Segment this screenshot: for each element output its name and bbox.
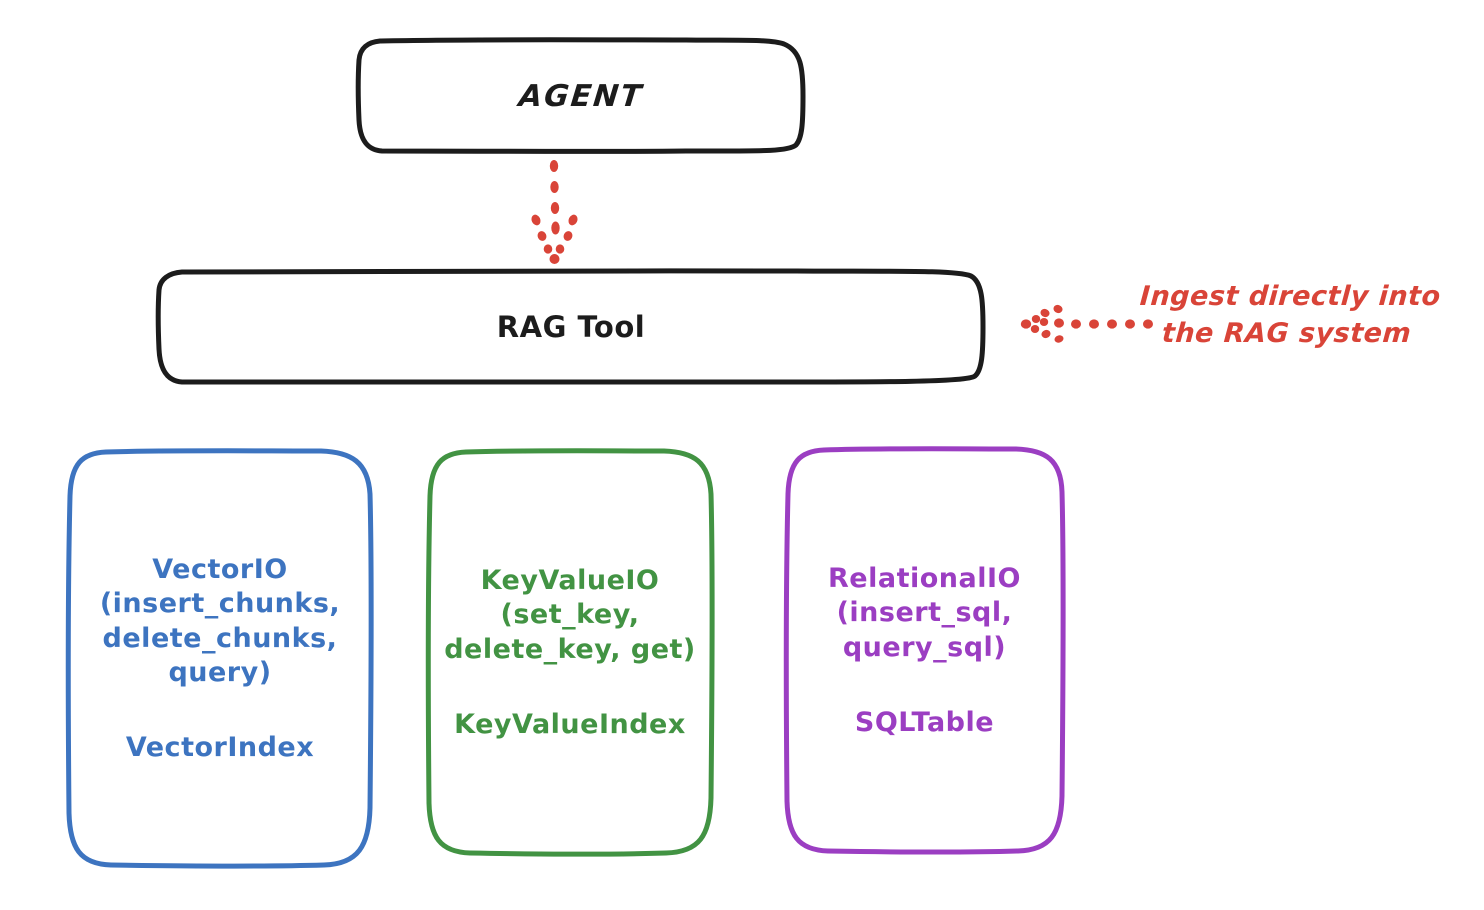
rag-tool-box-outline — [155, 268, 986, 385]
dotted-arrowhead — [531, 214, 578, 264]
keyvalue-io-signature-line-2: delete_key, get) — [444, 634, 696, 665]
ingest-annotation-line-2: the RAG system — [1160, 318, 1413, 350]
keyvalue-io-api: KeyValueIO — [480, 564, 660, 596]
relational-io-signature-line-1: (insert_sql, — [836, 597, 1013, 629]
relational-io-box-outline — [783, 446, 1066, 855]
rag-tool-label: RAG Tool — [496, 310, 646, 344]
dotted-shaft — [549, 160, 560, 235]
vector-io-signature-line-1: (insert_chunks, — [99, 588, 341, 620]
ingest-annotation-line-1: Ingest directly into — [1138, 281, 1442, 312]
vector-io-signature-line-2: delete_chunks, — [102, 622, 338, 654]
node-agent[interactable]: AGENT — [355, 37, 806, 154]
relational-io-text-block: RelationalIO (insert_sql, query_sql) SQL… — [828, 562, 1021, 740]
ingest-annotation: Ingest directly into the RAG system — [1138, 278, 1480, 353]
relational-io-api: RelationalIO — [828, 562, 1021, 594]
dotted-shaft — [1054, 318, 1153, 329]
dotted-arrowhead — [1020, 304, 1064, 343]
vector-io-text-block: VectorIO (insert_chunks, delete_chunks, … — [100, 553, 340, 766]
agent-to-rag-tool-arrow — [531, 160, 578, 264]
ingest-pointer-arrow — [1020, 304, 1153, 343]
keyvalue-io-box-outline — [425, 448, 715, 857]
keyvalue-io-signature-line-1: (set_key, — [500, 599, 640, 631]
vector-io-box-outline — [65, 448, 374, 869]
vector-io-signature-line-3: query) — [168, 657, 272, 689]
keyvalue-io-text-block: KeyValueIO (set_key, delete_key, get) Ke… — [444, 564, 696, 742]
agent-box-outline — [355, 37, 806, 154]
agent-label: AGENT — [517, 78, 645, 114]
keyvalue-index-label: KeyValueIndex — [454, 708, 686, 740]
vector-index-label: VectorIndex — [125, 731, 315, 763]
node-relational-io[interactable]: RelationalIO (insert_sql, query_sql) SQL… — [783, 446, 1066, 856]
node-vector-io[interactable]: VectorIO (insert_chunks, delete_chunks, … — [65, 448, 374, 870]
sqltable-label: SQLTable — [854, 706, 995, 738]
vector-io-api: VectorIO — [152, 553, 288, 585]
relational-io-signature-line-2: query_sql) — [842, 632, 1007, 663]
node-rag-tool[interactable]: RAG Tool — [155, 268, 986, 385]
node-keyvalue-io[interactable]: KeyValueIO (set_key, delete_key, get) Ke… — [425, 448, 715, 858]
